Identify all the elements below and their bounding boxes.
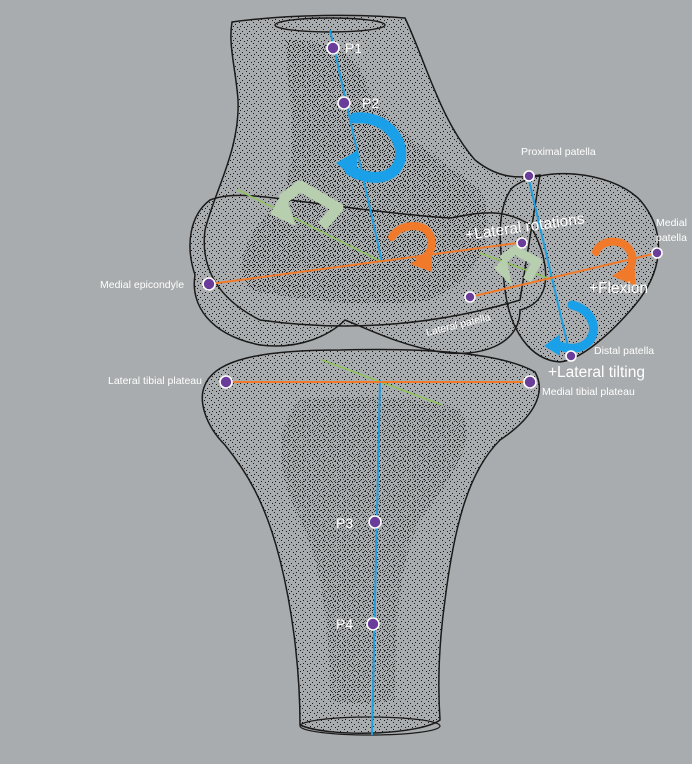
point-p1	[326, 41, 340, 55]
label-p4: P4	[336, 616, 353, 632]
point-patella-center	[516, 237, 528, 249]
femur-long-axis	[329, 29, 383, 263]
label-lateral-tibial-plateau: Lateral tibial plateau	[108, 375, 202, 387]
patella-flexion-arrow	[592, 237, 637, 286]
label-medial-epicondyle: Medial epicondyle	[100, 279, 184, 291]
tibia-bottom-opening	[299, 716, 441, 736]
patella-rotation-arrow	[544, 300, 598, 356]
label-distal-patella: Distal patella	[594, 345, 654, 357]
label-p1: P1	[345, 40, 362, 56]
patella-outline	[499, 172, 660, 363]
point-distal-patella	[565, 350, 577, 362]
landmark-points	[202, 41, 663, 631]
label-p3: P3	[336, 515, 353, 531]
label-medial-tibial-plateau: Medial tibial plateau	[542, 386, 635, 398]
label-medial-patella-2: patella	[656, 232, 687, 244]
femur-flexion-arrow	[388, 222, 436, 272]
point-medial-epicondyle	[202, 277, 216, 291]
label-flexion: +Flexion	[589, 280, 648, 297]
femur-rotation-arrow	[336, 112, 407, 183]
femur-green-axis	[237, 189, 383, 263]
label-medial-patella-1: Medial	[656, 217, 687, 229]
epicondylar-axis	[209, 241, 526, 285]
point-medial-tibial-plateau	[523, 375, 537, 389]
label-proximal-patella: Proximal patella	[521, 146, 596, 158]
point-lateral-tibial-plateau	[219, 375, 233, 389]
tibia-long-axis	[371, 379, 381, 736]
patella-lateral-rotation-arrow	[494, 245, 542, 286]
tibia-dense-region	[281, 397, 467, 704]
label-lateral-tilting: +Lateral tilting	[548, 364, 645, 381]
patella-green-axis	[479, 252, 554, 281]
point-p3	[368, 515, 382, 529]
point-p4	[366, 617, 380, 631]
point-lateral-patella	[464, 291, 476, 303]
point-p2	[337, 96, 351, 110]
femur-lateral-rotation-arrow	[270, 180, 344, 230]
point-medial-patella	[651, 247, 663, 259]
label-p2: P2	[362, 95, 379, 111]
patella-long-axis	[527, 175, 571, 356]
point-proximal-patella	[523, 170, 535, 182]
patella-transverse-axis	[469, 252, 658, 298]
